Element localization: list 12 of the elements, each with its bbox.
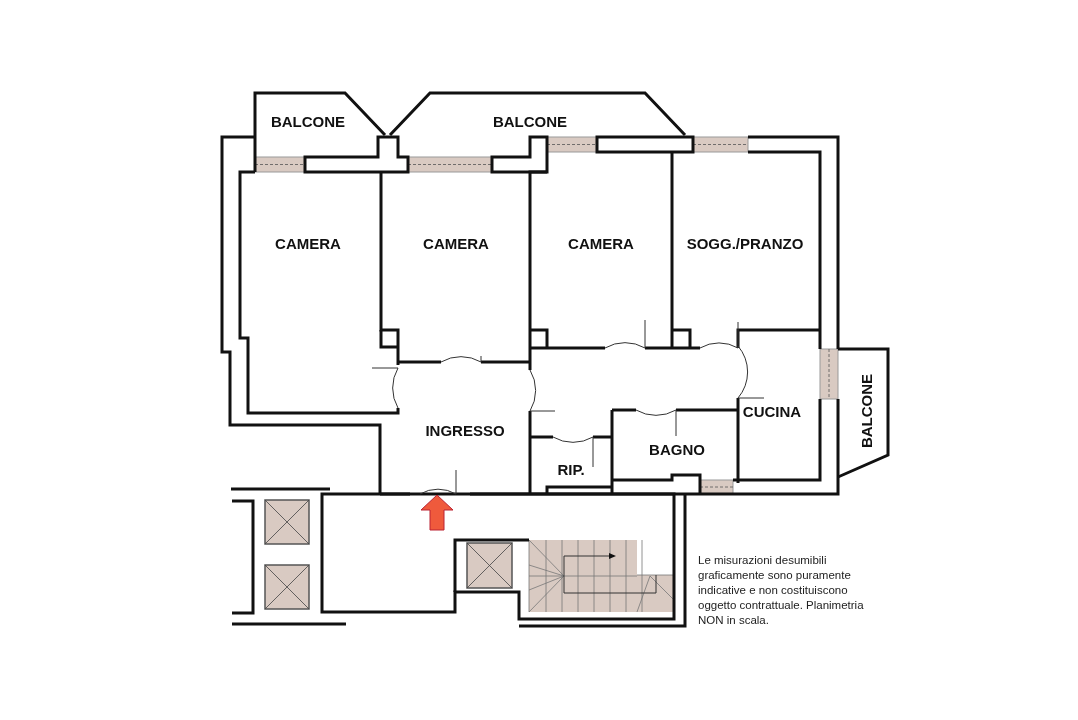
room-label: BALCONE — [270, 112, 346, 130]
room-label: CAMERA — [568, 234, 634, 252]
room-label: SOGG./PRANZO — [686, 234, 804, 252]
room-label: CAMERA — [423, 234, 489, 252]
room-label: INGRESSO — [425, 421, 505, 439]
disclaimer-note: Le misurazioni desumibili graficamente sono puramente indicative e non costituiscono oggetto contrattuale. Planimetria NON in scala. — [698, 553, 865, 628]
room-label: BALCONE — [857, 373, 875, 449]
room-label: CUCINA — [742, 402, 802, 420]
room-label: BALCONE — [492, 112, 568, 130]
room-label: BAGNO — [649, 440, 705, 458]
room-label: RIP. — [557, 460, 585, 478]
room-label: CAMERA — [275, 234, 341, 252]
